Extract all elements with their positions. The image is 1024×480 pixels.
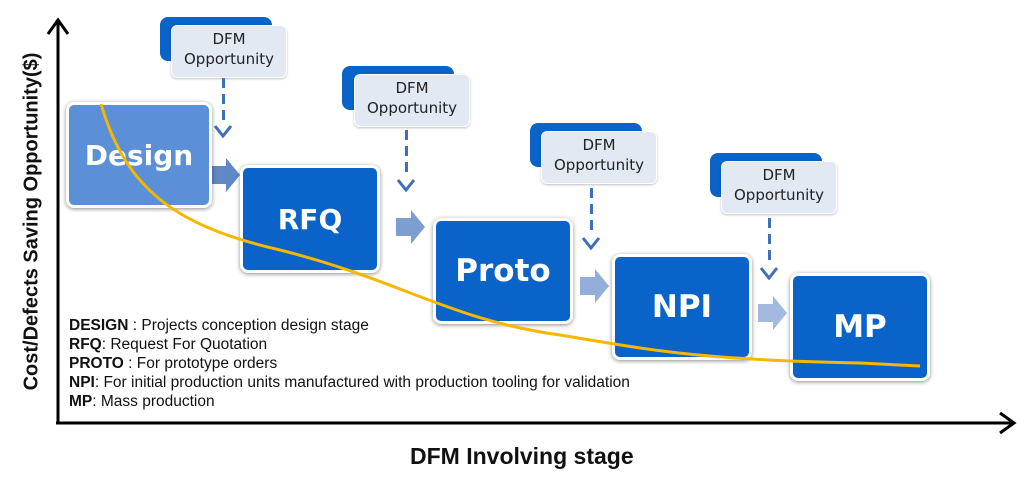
callout-line2: Opportunity [733, 186, 824, 204]
dash [405, 146, 408, 156]
stage-label: NPI [651, 289, 713, 325]
right-arrow-icon [758, 296, 787, 330]
dash [768, 234, 771, 244]
legend-item: RFQ: Request For Quotation [69, 336, 268, 353]
dash [222, 94, 225, 104]
callout-line1: DFM [762, 166, 796, 184]
stage-npi: NPI [612, 254, 752, 360]
legend-item: DESIGN : Projects conception design stag… [69, 317, 369, 334]
dfm-opportunity-callout-2: DFM Opportunity [354, 74, 470, 127]
right-arrow-icon [396, 210, 425, 244]
dash [405, 162, 408, 172]
right-arrow-icon [580, 269, 609, 303]
dash [222, 110, 225, 120]
dash [768, 218, 771, 228]
right-arrow-icon [211, 158, 240, 192]
stage-design: Design [66, 102, 212, 208]
callout-line1: DFM [582, 136, 616, 154]
legend-item: NPI: For initial production units manufa… [69, 374, 630, 391]
chevron-down-icon [759, 267, 779, 281]
callout-line2: Opportunity [183, 50, 274, 68]
x-axis-arrowhead [999, 411, 1017, 435]
stage-rfq: RFQ [240, 165, 380, 273]
legend-item: PROTO : For prototype orders [69, 355, 278, 372]
dash [222, 78, 225, 88]
stage-proto: Proto [433, 218, 573, 324]
stage-label: Proto [455, 253, 551, 289]
dfm-opportunity-callout-3: DFM Opportunity [541, 131, 657, 184]
chevron-down-icon [581, 237, 601, 251]
x-axis-label: DFM Involving stage [410, 443, 634, 469]
stage-label: RFQ [277, 202, 343, 236]
dfm-opportunity-callout-1: DFM Opportunity [171, 25, 287, 78]
cost-curve-line [99, 103, 921, 368]
dash [590, 188, 593, 198]
y-axis-arrowhead [46, 17, 70, 35]
dash [768, 250, 771, 260]
callout-line2: Opportunity [366, 99, 457, 117]
callout-line1: DFM [212, 30, 246, 48]
dash [590, 204, 593, 214]
callout-line2: Opportunity [553, 156, 644, 174]
stage-label: Design [84, 138, 194, 172]
dash [405, 130, 408, 140]
chevron-down-icon [213, 125, 233, 139]
legend-item: MP: Mass production [69, 393, 215, 410]
chevron-down-icon [396, 179, 416, 193]
legend: DESIGN : Projects conception design stag… [69, 316, 630, 411]
stage-label: MP [833, 309, 887, 345]
callout-line1: DFM [395, 79, 429, 97]
dash [590, 220, 593, 230]
dfm-opportunity-callout-4: DFM Opportunity [721, 161, 837, 214]
